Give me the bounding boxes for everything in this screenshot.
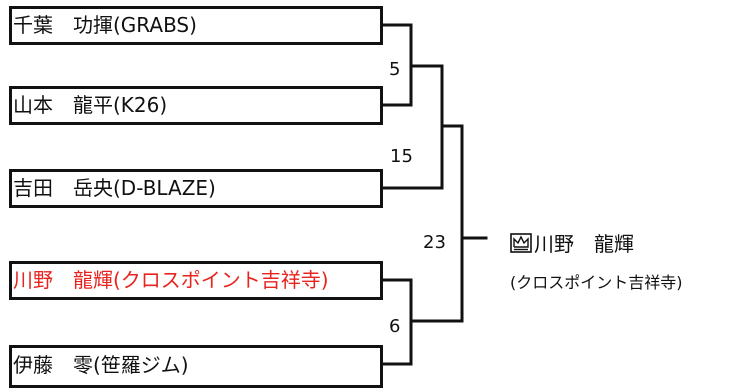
winner-name: 川野 龍輝 (534, 232, 634, 256)
score-match-12-3: 15 (390, 146, 413, 167)
bracket-line-semi-top (440, 64, 464, 128)
score-match-4-5: 6 (389, 316, 401, 337)
winner-team: (クロスポイント吉祥寺) (510, 273, 683, 292)
winner-label: 川野 龍輝 (510, 233, 634, 256)
player-name-1: 千葉 功揮(GRABS) (13, 13, 197, 37)
player-name-5: 伊藤 零(笹羅ジム) (13, 353, 189, 377)
score-final: 23 (423, 232, 446, 253)
bracket-line-match-1-2 (378, 23, 444, 68)
player-box-5 (9, 345, 383, 388)
player-box-4 (9, 261, 383, 300)
bracket-line-match-4-5 (378, 278, 464, 323)
player-name-4: 川野 龍輝(クロスポイント吉祥寺) (13, 268, 329, 292)
player-box-2 (9, 86, 383, 125)
player-name-2: 山本 龍平(K26) (13, 93, 168, 117)
crown-icon (510, 233, 532, 256)
player-box-1 (9, 6, 383, 45)
player-name-3: 吉田 岳央(D-BLAZE) (13, 176, 216, 200)
player-box-3 (9, 169, 383, 208)
score-match-1-2: 5 (389, 59, 401, 80)
